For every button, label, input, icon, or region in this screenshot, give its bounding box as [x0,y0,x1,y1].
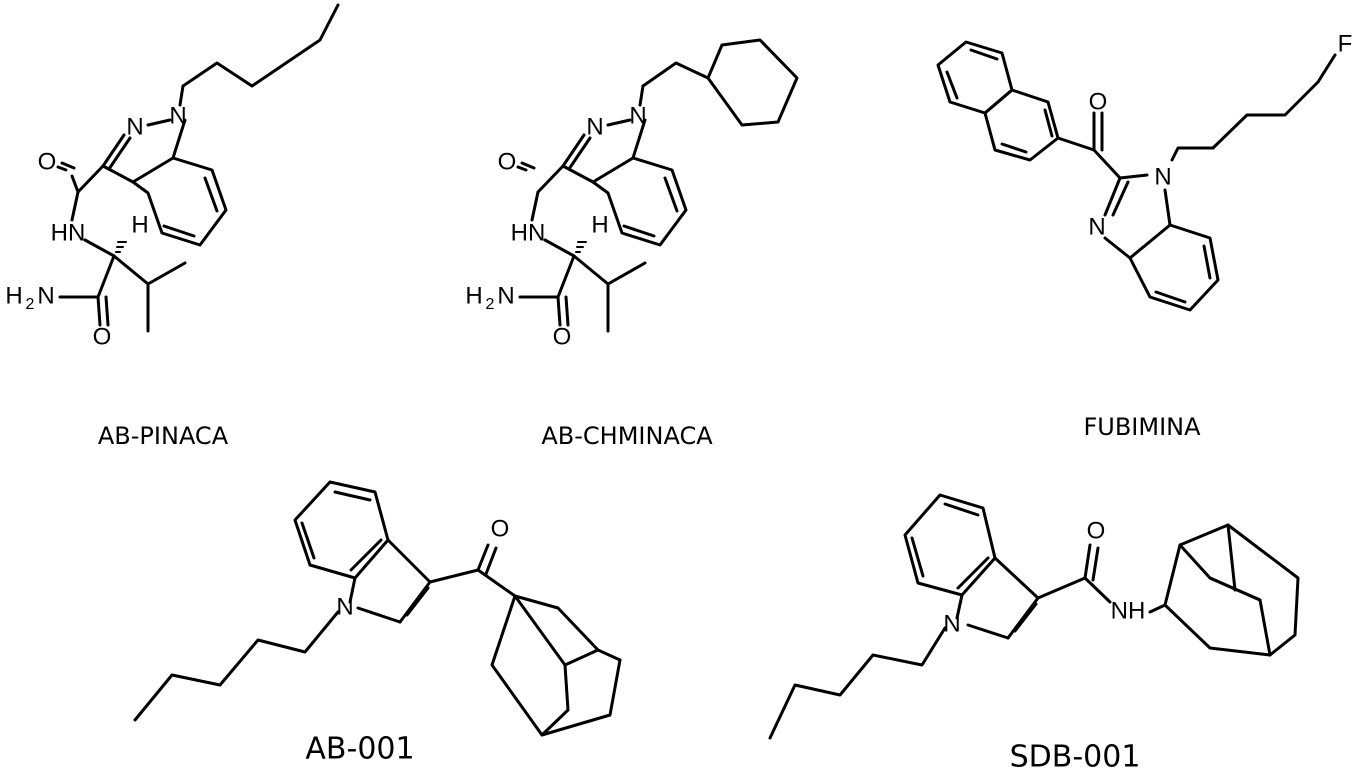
atom-subscript: 2 [26,296,35,313]
bonds [936,40,1337,312]
atom-h: H [465,282,482,309]
bonds [516,38,799,333]
atom-subscript: 2 [486,296,495,313]
bonds [768,493,1300,740]
bonds [56,3,340,333]
molecule-ab-chminaca: N N O HN H H 2 N O AB-CHMINACA [465,38,799,450]
atom-labels: O F N N [1088,30,1352,240]
atom-labels: N N O HN H H 2 N O [465,102,646,350]
atom-f: F [1338,30,1353,57]
atom-n: N [1088,213,1105,240]
atom-labels: O N [336,515,509,620]
atom-n: N [169,102,186,129]
atom-hn: HN [51,219,86,246]
atom-o: O [498,148,517,175]
atom-n: N [126,113,143,140]
atom-labels: N N O HN H H 2 N O [5,102,186,350]
molecule-name: SDB-001 [1010,740,1141,771]
atom-o: O [553,323,572,350]
atom-o: O [93,323,112,350]
atom-h: H [591,211,608,238]
molecule-sdb-001: O NH N SDB-001 [768,493,1300,771]
molecule-name: AB-001 [305,732,414,767]
atom-o: O [1089,88,1108,115]
atom-o: O [38,148,57,175]
atom-hn: HN [511,219,546,246]
atom-h: H [5,282,22,309]
atom-n: N [943,610,960,637]
atom-n: N [586,113,603,140]
molecule-name: FUBIMINA [1083,413,1201,441]
atom-o: O [1087,517,1106,544]
atom-n: N [1154,163,1171,190]
molecule-ab-001: O N AB-001 [133,480,622,767]
molecule-name: AB-CHMINACA [541,422,713,450]
atom-n: N [497,282,514,309]
molecule-fubimina: O F N N FUBIMINA [936,30,1352,441]
molecule-name: AB-PINACA [98,422,229,450]
atom-nh: NH [1111,597,1146,624]
atom-labels: O NH N [943,517,1145,637]
atom-h: H [131,211,148,238]
atom-o: O [491,515,510,542]
bonds [133,480,622,737]
atom-n: N [336,593,353,620]
atom-n: N [629,102,646,129]
atom-n: N [37,282,54,309]
molecule-ab-pinaca: N N O HN H H 2 N O AB-PINACA [5,3,340,450]
